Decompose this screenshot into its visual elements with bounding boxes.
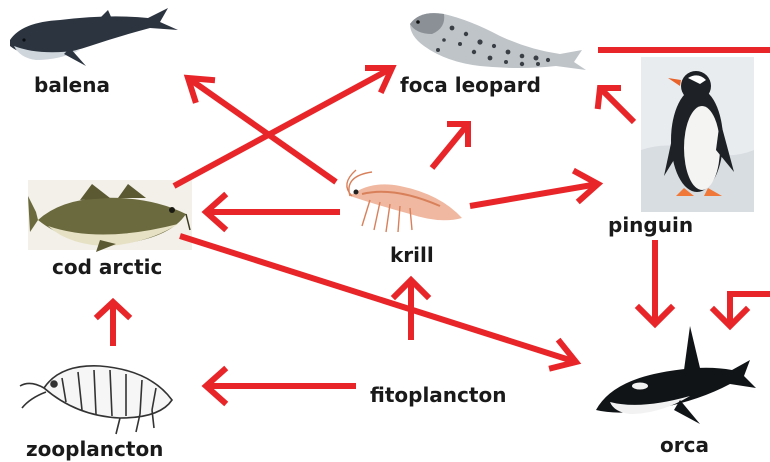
arrow-krill-to-cod-arctic	[206, 196, 340, 228]
label-cod-arctic: cod arctic	[52, 255, 162, 279]
arrow-krill-to-pinguin	[470, 172, 598, 206]
label-pinguin: pinguin	[608, 213, 693, 237]
humpback-whale-icon	[10, 8, 178, 66]
zooplankton-icon	[20, 366, 172, 434]
label-foca-leopard: foca leopard	[400, 73, 541, 97]
arrow-zooplancton-to-cod-arctic	[98, 302, 128, 346]
arrow-fitoplancton-to-zooplancton	[206, 370, 356, 402]
arrow-pinguin-to-foca-leopard	[598, 88, 634, 122]
arrow-cod-arctic-to-foca-leopard	[174, 68, 392, 186]
arrow-krill-to-foca-leopard	[432, 124, 468, 168]
leopard-seal-icon	[410, 13, 586, 70]
arctic-cod-icon	[28, 180, 192, 252]
arrow-pinguin-to-orca	[639, 240, 671, 324]
orca-icon	[596, 326, 756, 424]
arrow-cod-arctic-to-orca	[180, 236, 576, 368]
label-balena: balena	[34, 73, 110, 97]
label-orca: orca	[660, 433, 709, 457]
label-fitoplancton: fitoplancton	[370, 383, 506, 407]
label-krill: krill	[390, 243, 434, 267]
penguin-icon	[641, 57, 754, 212]
krill-icon	[347, 170, 462, 232]
label-zooplancton: zooplancton	[26, 437, 163, 461]
